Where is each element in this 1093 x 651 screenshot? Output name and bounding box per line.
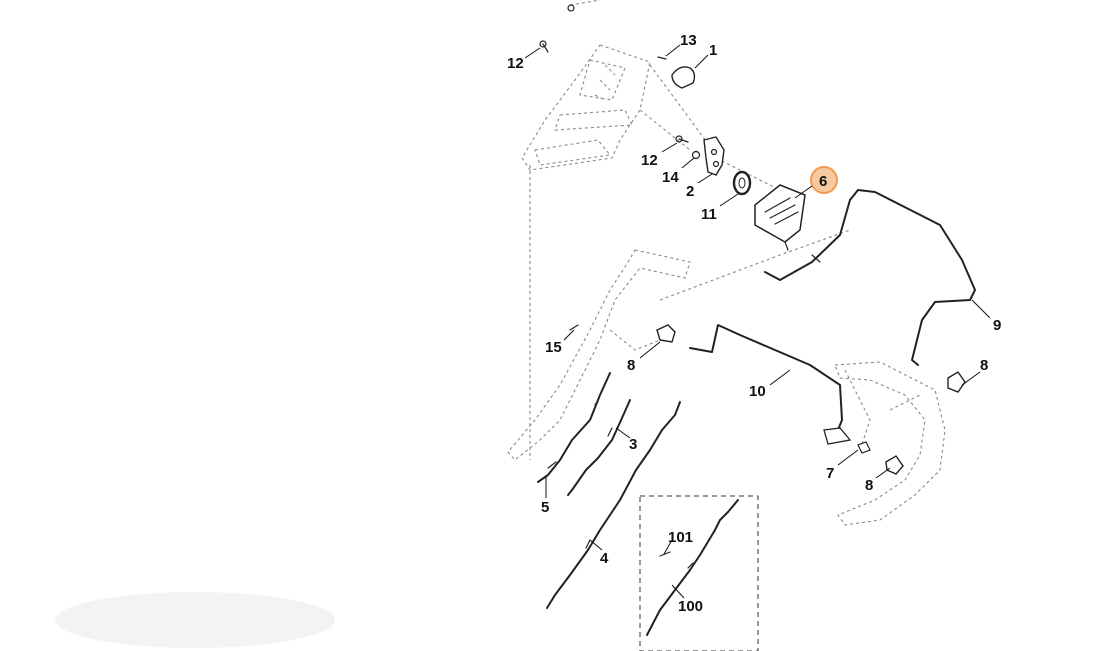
callout-15: 15 [545, 339, 562, 356]
callout-4: 4 [600, 550, 609, 567]
callout-10: 10 [749, 383, 766, 400]
callout-9: 9 [993, 317, 1001, 334]
callout-3: 3 [629, 436, 637, 453]
callout-8-bottom: 8 [865, 477, 873, 494]
bail-bar [764, 189, 976, 366]
callout-100: 100 [678, 598, 703, 615]
callout-101: 101 [668, 529, 693, 546]
callout-13: 13 [680, 32, 697, 49]
knob-part [671, 66, 696, 89]
cable-3 [567, 399, 631, 496]
callout-8-right: 8 [980, 357, 988, 374]
highlight-6 [810, 166, 838, 194]
cable-5 [537, 372, 611, 483]
callout-6: 6 [819, 173, 827, 190]
control-rod [689, 324, 843, 431]
callout-2: 2 [686, 183, 694, 200]
background-smudge [55, 592, 335, 648]
cable-100 [646, 499, 739, 636]
callout-12-top: 12 [507, 55, 524, 72]
bracket-part [703, 136, 725, 176]
leader-lines [524, 44, 991, 599]
callout-14: 14 [662, 169, 679, 186]
callout-labels: 13 1 12 12 14 2 11 6 9 15 8 8 8 10 3 5 4… [507, 32, 1001, 615]
ghost-outlines [507, 0, 946, 526]
control-housing [754, 184, 806, 243]
callout-5: 5 [541, 499, 549, 516]
callout-11: 11 [701, 206, 717, 223]
callout-1: 1 [709, 42, 717, 59]
callout-7: 7 [826, 465, 834, 482]
parts [537, 4, 976, 636]
callout-8-left: 8 [627, 357, 635, 374]
detail-box [639, 495, 759, 651]
cable-4 [546, 401, 681, 609]
callout-12-mid: 12 [641, 152, 658, 169]
rod-bracket [823, 427, 852, 445]
